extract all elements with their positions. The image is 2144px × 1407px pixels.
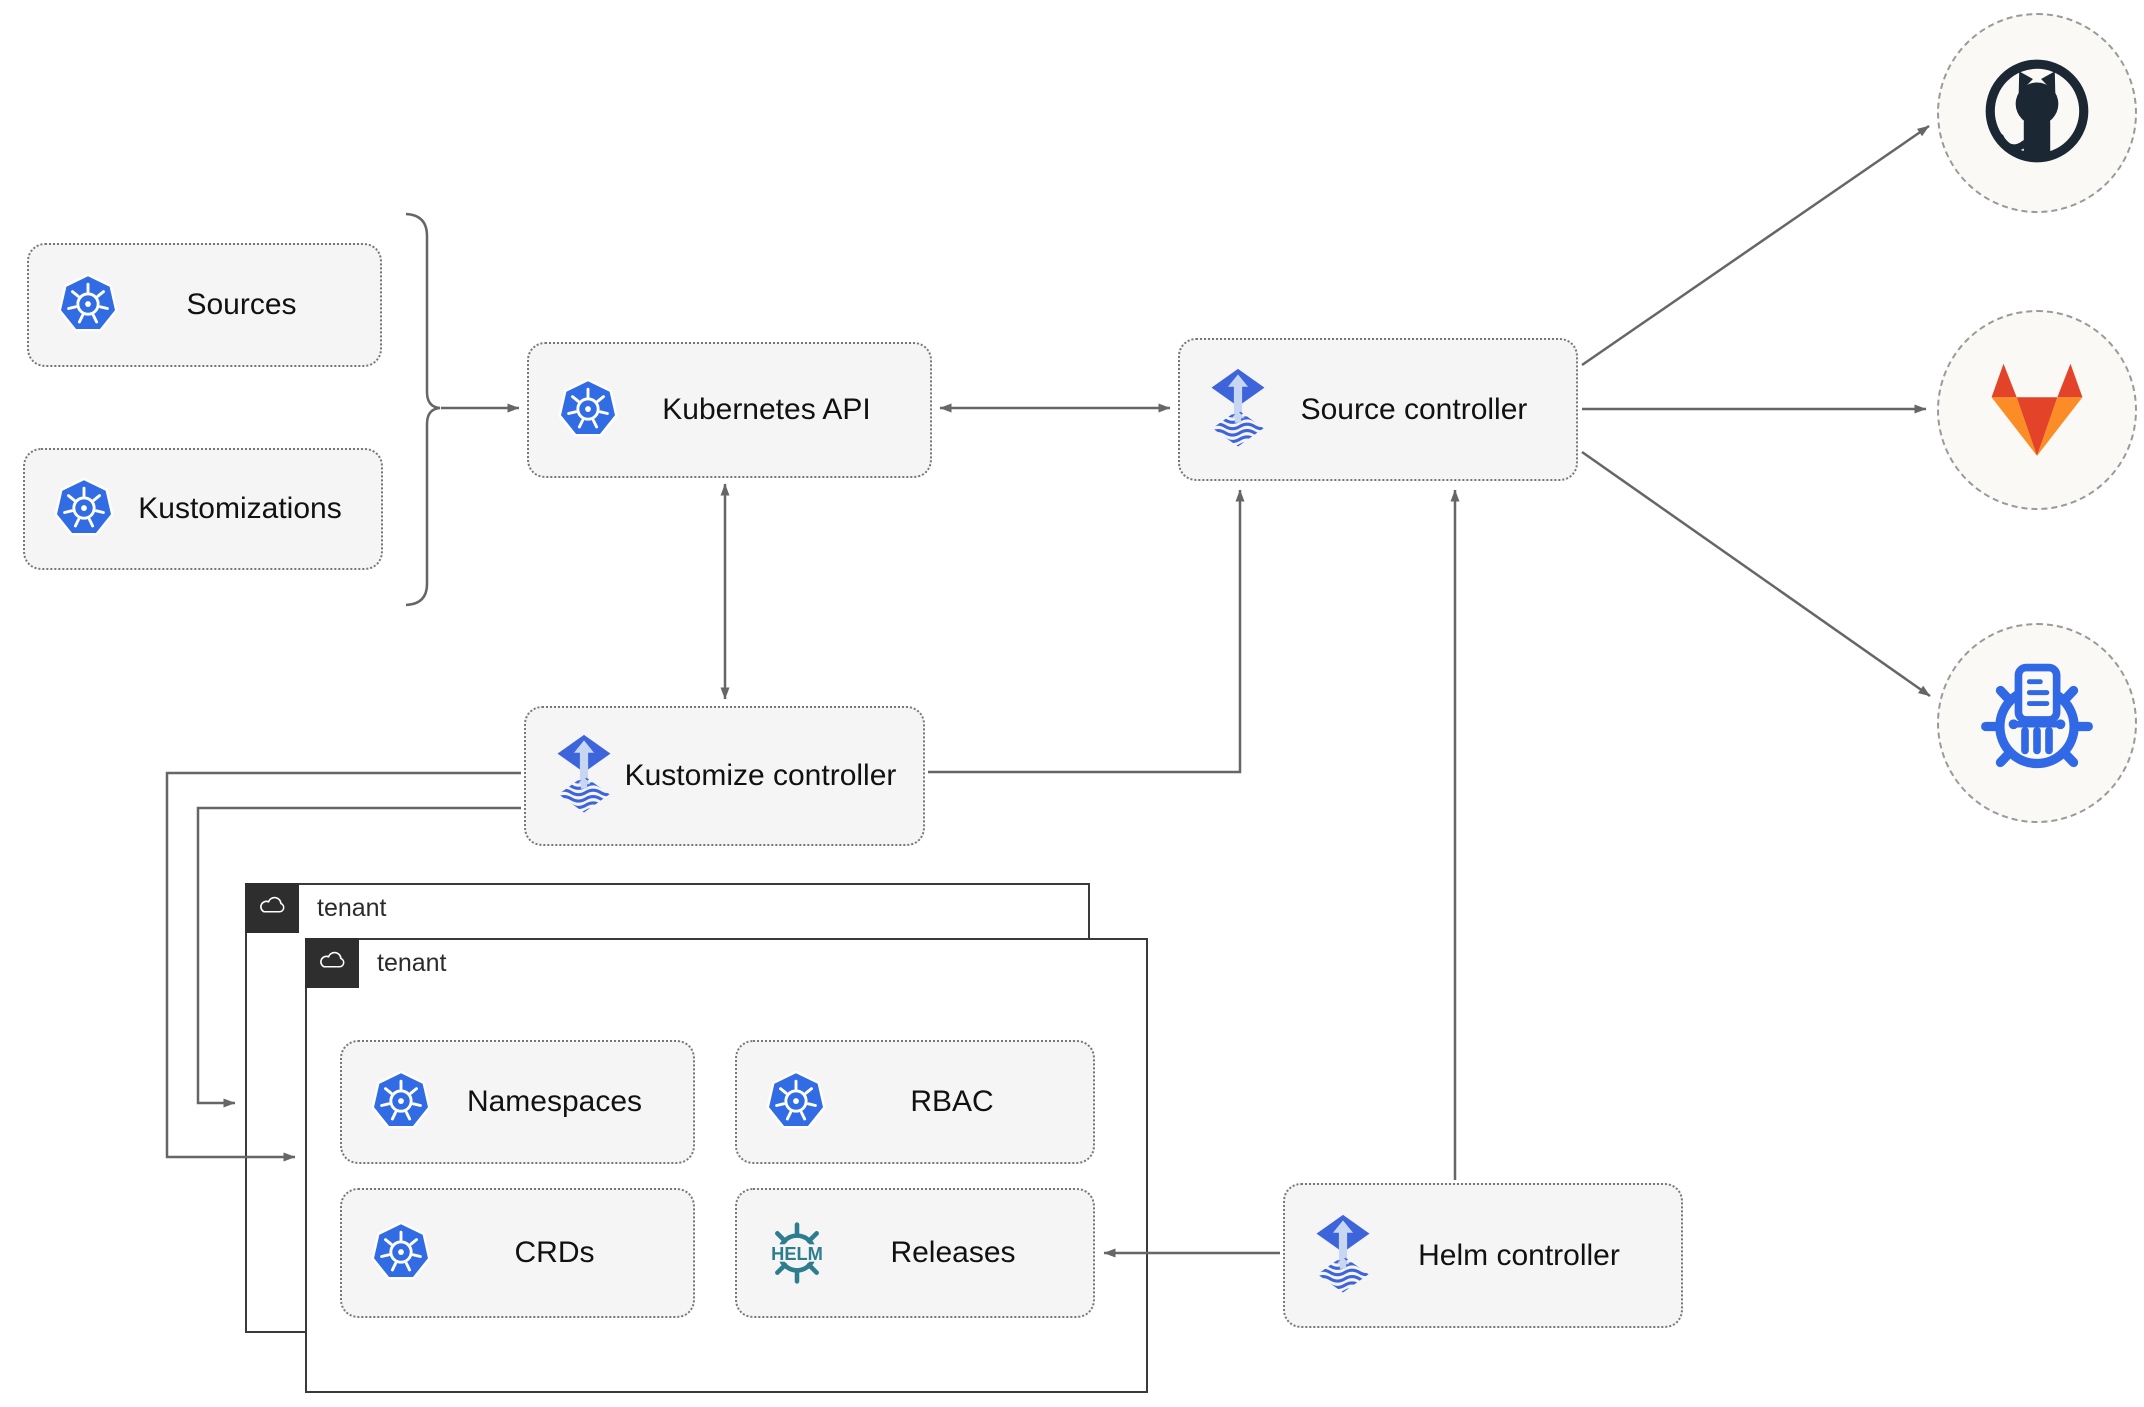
gitlab-icon	[1977, 353, 2097, 468]
svg-text:HELM: HELM	[771, 1243, 823, 1264]
node-label: Source controller	[1300, 392, 1528, 426]
kubernetes-icon	[557, 378, 619, 442]
node-rbac: RBAC	[735, 1040, 1095, 1164]
node-source-controller: Source controller	[1178, 338, 1578, 481]
github-icon	[1976, 50, 2098, 177]
kubernetes-icon	[765, 1070, 827, 1134]
node-kubernetes-api: Kubernetes API	[527, 342, 932, 478]
node-label: Kubernetes API	[662, 393, 871, 427]
kubernetes-icon	[57, 273, 119, 337]
edge-source-controller-github	[1581, 124, 1930, 367]
node-label: Kustomize controller	[624, 759, 897, 793]
node-label: RBAC	[910, 1085, 994, 1119]
tenant-label: tenant	[317, 894, 387, 922]
node-crds: CRDs	[340, 1188, 695, 1318]
node-label: Releases	[890, 1236, 1016, 1270]
node-releases: HELM Releases	[735, 1188, 1095, 1318]
endpoint-chartmuseum	[1937, 623, 2137, 823]
node-label: Sources	[186, 288, 297, 322]
kubernetes-icon	[53, 477, 115, 541]
tenant-label: tenant	[377, 949, 447, 977]
kubernetes-icon	[370, 1070, 432, 1134]
node-sources: Sources	[27, 243, 382, 367]
node-namespaces: Namespaces	[340, 1040, 695, 1164]
node-label: CRDs	[514, 1236, 595, 1270]
endpoint-github	[1937, 13, 2137, 213]
helm-icon: HELM	[765, 1221, 829, 1285]
node-kustomizations: Kustomizations	[23, 448, 383, 570]
kubernetes-icon	[370, 1221, 432, 1285]
node-helm-controller: Helm controller	[1283, 1183, 1683, 1328]
cloud-icon	[257, 895, 287, 922]
chartmuseum-icon	[1977, 661, 2097, 786]
group-tenant-front: tenant	[305, 938, 1148, 1393]
flux-icon	[554, 734, 614, 818]
node-label: Helm controller	[1418, 1238, 1620, 1272]
tenant-badge	[305, 938, 359, 988]
edge-kustomize-controller-source-controller	[928, 489, 1245, 774]
node-label: Namespaces	[466, 1085, 643, 1119]
flux-icon	[1208, 368, 1268, 452]
flux-icon	[1313, 1214, 1373, 1298]
tenant-badge	[245, 883, 299, 933]
group-bracket	[405, 212, 441, 607]
endpoint-gitlab	[1937, 310, 2137, 510]
node-label: Kustomizations	[138, 492, 342, 526]
node-kustomize-controller: Kustomize controller	[524, 706, 925, 846]
cloud-icon	[317, 950, 347, 977]
edge-source-controller-chartmuseum	[1581, 450, 1931, 698]
